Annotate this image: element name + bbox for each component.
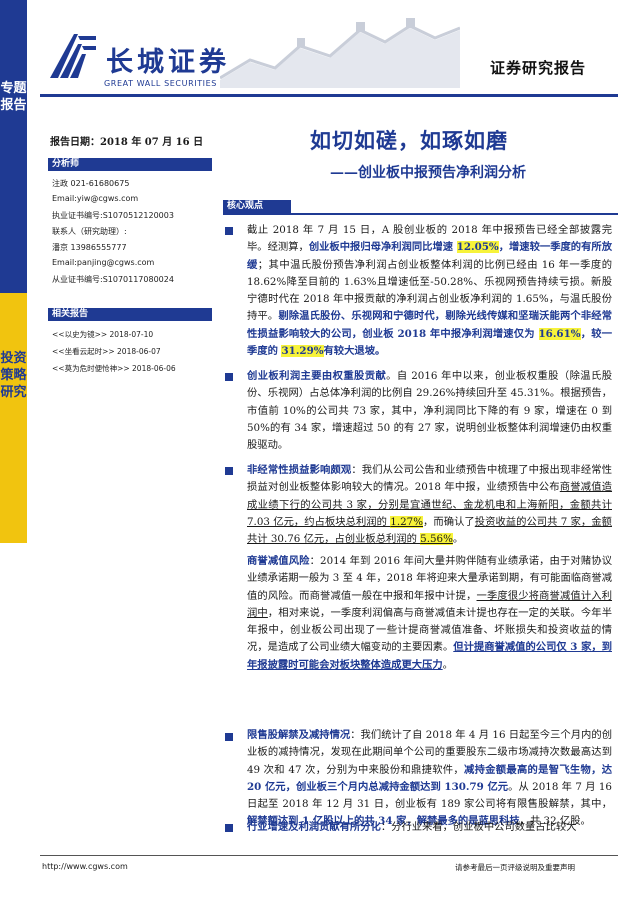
analyst-heading: 分析师 [48,158,212,171]
related-heading: 相关报告 [48,308,212,321]
assistant-email-link[interactable]: Email:panjing@cgws.com [52,258,155,267]
paragraph-non-recurring: 非经常性损益影响颇观：我们从公司公告和业绩预告中梳理了中报出现非经常性损益对创业… [247,464,613,546]
report-title: 如切如磋，如琢如磨 [310,128,508,153]
bullet-icon [225,824,233,832]
doc-type-label: 证券研究报告 [490,59,587,77]
bullet-icon [225,467,233,475]
related-report-link[interactable]: <<以史为镜>> 2018-07-10 [52,330,154,339]
paragraph-overview: 截止 2018 年 7 月 15 日，A 股创业板的 2018 年中报预告已经全… [247,224,613,358]
analyst-line: 执业证书编号:S1070512120003 [52,211,174,220]
sidebar-top-band [0,0,27,293]
brand-name-en: GREAT WALL SECURITIES [104,79,217,88]
great-wall-logo-icon [50,34,96,78]
paragraph-goodwill-risk: 商誉减值风险：2014 年到 2016 年间大量并购伴随有业绩承诺，由于对赌协议… [247,555,613,671]
paragraph-industry: 行业增速及利润贡献有所分化：分行业来看，创业板中公司数量占比较大 [247,821,577,833]
report-date: 报告日期：2018 年 07 月 16 日 [50,137,204,148]
analyst-line: 从业证书编号:S1070117080024 [52,275,174,284]
sidebar-top-label: 专题报告 [0,81,27,113]
brand-name-cn: 长城证券 [106,47,230,78]
footer-divider [40,855,618,856]
bullet-icon [225,227,233,235]
paragraph-weight-stocks: 创业板利润主要由权重股贡献。自 2016 年中以来，创业板权重股（除温氏股份、乐… [247,370,612,452]
paragraph-unlock-reduction: 限售股解禁及减持情况：我们统计了自 2018 年 4 月 16 日起至今三个月内… [247,729,613,828]
report-subtitle: ——创业板中报预告净利润分析 [330,165,526,181]
related-report-link[interactable]: <<坐看云起时>> 2018-06-07 [52,347,161,356]
sidebar-bottom-band [0,293,27,543]
analyst-line: 潘京 13986555777 [52,243,127,252]
core-divider [223,213,618,215]
footer-url-link[interactable]: http://www.cgws.com [42,862,128,871]
bullet-icon [225,373,233,381]
bullet-icon [225,733,233,741]
sidebar-bottom-label: 投资策略研究 [0,351,27,400]
core-heading: 核心观点 [223,200,291,213]
great-wall-illustration [220,18,460,88]
analyst-email-link[interactable]: Email:yiw@cgws.com [52,194,139,203]
analyst-line: 注政 021-61680675 [52,179,130,188]
footer-disclaimer: 请参考最后一页评级说明及重要声明 [455,863,575,872]
header-divider [40,94,618,97]
analyst-line: 联系人（研究助理）: [52,227,127,236]
related-report-link[interactable]: <<莫为危时便怆神>> 2018-06-06 [52,364,176,373]
